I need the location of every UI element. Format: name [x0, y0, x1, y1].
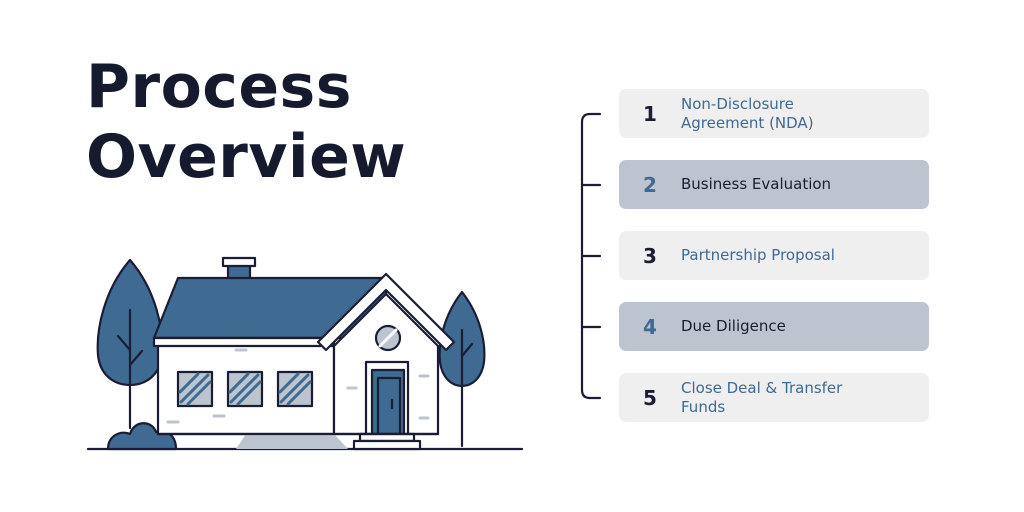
process-step-1: 1 Non-Disclosure Agreement (NDA): [619, 89, 929, 138]
title-line-2: Overview: [86, 122, 407, 192]
step-label: Partnership Proposal: [681, 246, 835, 264]
step-label: Due Diligence: [681, 317, 786, 335]
house-with-trees-icon: [86, 256, 524, 451]
process-step-5: 5 Close Deal & Transfer Funds: [619, 373, 929, 422]
process-step-3: 3 Partnership Proposal: [619, 231, 929, 280]
step-number: 1: [643, 101, 657, 126]
step-label: Non-Disclosure Agreement (NDA): [681, 94, 814, 132]
process-step-2: 2 Business Evaluation: [619, 160, 929, 209]
step-number: 4: [643, 314, 657, 339]
title-line-1: Process: [86, 52, 352, 122]
step-label: Close Deal & Transfer Funds: [681, 378, 843, 416]
step-label: Business Evaluation: [681, 175, 832, 193]
timeline-bracket: [580, 112, 602, 400]
page-title: Process Overview: [86, 52, 406, 192]
step-number: 3: [643, 243, 657, 268]
process-step-4: 4 Due Diligence: [619, 302, 929, 351]
step-number: 5: [643, 385, 657, 410]
step-number: 2: [643, 172, 657, 197]
